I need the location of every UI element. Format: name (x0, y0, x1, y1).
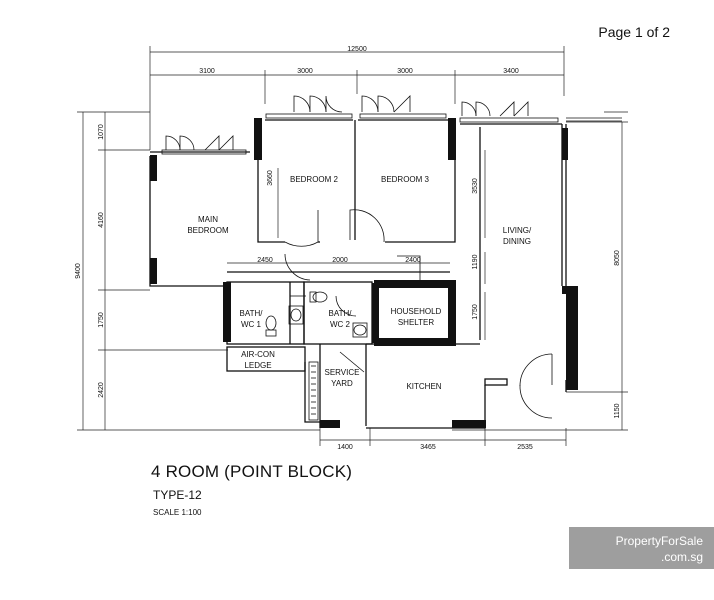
watermark: PropertyForSale .com.sg (569, 527, 714, 569)
watermark-line-2: .com.sg (660, 550, 703, 564)
dim-right-1: 8050 (614, 250, 621, 266)
dim-left-3: 1750 (98, 312, 105, 328)
label-living-dining-1: LIVING/ (503, 226, 532, 235)
fixtures (265, 291, 368, 421)
label-household-shelter-2: SHELTER (398, 318, 435, 327)
dim-overall-width: 12500 (347, 46, 367, 53)
dimension-lines (77, 46, 628, 446)
sink-icon (288, 305, 304, 325)
sink-icon (353, 324, 367, 336)
dim-right-2: 1150 (614, 403, 621, 418)
label-bedroom-2: BEDROOM 2 (290, 175, 339, 184)
dim-top-2: 3000 (297, 68, 313, 75)
dim-left-1: 1070 (98, 124, 105, 140)
dim-interior-5: 2400 (405, 257, 421, 264)
label-bedroom-3: BEDROOM 3 (381, 175, 430, 184)
plan-type: TYPE-12 (153, 488, 202, 502)
window-swings (165, 95, 529, 151)
label-bath-wc1-2: WC 1 (241, 320, 262, 329)
dim-bottom-3: 2535 (517, 444, 533, 451)
dim-top-4: 3400 (503, 68, 519, 75)
dim-bottom-1: 1400 (337, 444, 353, 451)
label-service-yard-1: SERVICE (325, 368, 360, 377)
dim-interior-2: 3530 (472, 178, 479, 194)
dim-interior-3: 2450 (257, 257, 273, 264)
windows (161, 113, 622, 155)
toilet-icon (312, 291, 328, 303)
page-indicator: Page 1 of 2 (598, 24, 670, 40)
label-aircon-ledge-2: LEDGE (244, 361, 271, 370)
dim-interior-7: 1750 (472, 304, 479, 320)
dim-bottom-2: 3465 (420, 444, 436, 451)
watermark-line-1: PropertyForSale (615, 534, 703, 548)
label-main-bedroom-1: MAIN (198, 215, 218, 224)
toilet-icon (265, 315, 277, 331)
dimension-labels: 12500 3100 3000 3000 3400 9400 1070 4160… (75, 46, 621, 451)
label-bath-wc2-2: WC 2 (330, 320, 351, 329)
label-service-yard-2: YARD (331, 379, 353, 388)
plan-title: 4 ROOM (POINT BLOCK) (151, 462, 353, 481)
solid-walls (150, 118, 578, 428)
room-labels: MAIN BEDROOM BEDROOM 2 BEDROOM 3 LIVING/… (187, 175, 532, 391)
label-living-dining-2: DINING (503, 237, 531, 246)
dim-interior-6: 1190 (472, 254, 479, 269)
label-aircon-ledge-1: AIR-CON (241, 350, 275, 359)
dim-left-2: 4160 (98, 212, 105, 228)
dim-top-3: 3000 (397, 68, 413, 75)
plan-scale: SCALE 1:100 (153, 508, 202, 517)
label-bath-wc2-1: BATH/ (329, 309, 353, 318)
dim-left-overall: 9400 (75, 263, 82, 279)
dim-top-1: 3100 (199, 68, 215, 75)
label-bath-wc1-1: BATH/ (240, 309, 264, 318)
door-swings (284, 209, 553, 419)
label-main-bedroom-2: BEDROOM (187, 226, 229, 235)
label-kitchen: KITCHEN (406, 382, 441, 391)
label-household-shelter-1: HOUSEHOLD (391, 307, 442, 316)
dim-left-4: 2420 (98, 382, 105, 398)
walls (149, 119, 567, 429)
dim-interior-4: 2000 (332, 257, 348, 264)
dim-interior-1: 3660 (267, 170, 274, 186)
